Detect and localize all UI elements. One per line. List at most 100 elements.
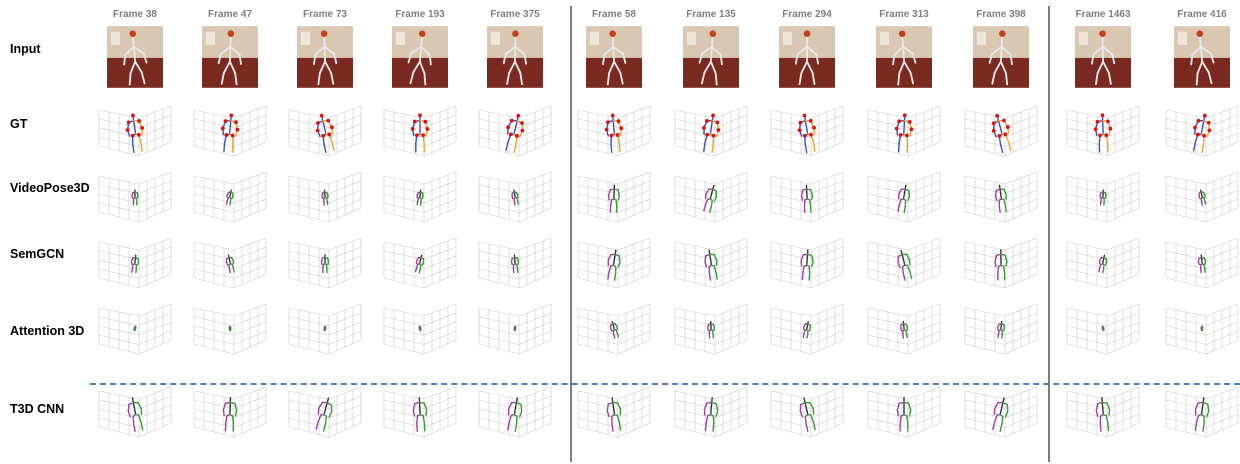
- skeleton-bone: [323, 191, 326, 199]
- skeleton-bone: [802, 253, 809, 256]
- skeleton-bone: [802, 265, 805, 274]
- skeleton-bone: [705, 188, 710, 195]
- skeleton-bone: [898, 188, 902, 196]
- pose-figure: [416, 189, 424, 206]
- pose-figure: [1197, 254, 1207, 274]
- keypoint: [414, 133, 419, 138]
- photo-window: [300, 31, 311, 45]
- frame-label: Frame 73: [303, 9, 347, 20]
- skeleton-bone: [810, 414, 815, 423]
- pose-3d-plot: [577, 237, 651, 289]
- pose-limb: [815, 53, 820, 65]
- grid-line: [423, 189, 457, 204]
- grid-line: [810, 246, 844, 260]
- keypoint: [812, 125, 816, 130]
- grid-line: [233, 321, 267, 336]
- frame-label: Frame 398: [976, 9, 1026, 20]
- skeleton-bone: [1004, 254, 1008, 262]
- grid-line: [328, 189, 362, 204]
- input-photo: [586, 26, 642, 88]
- skeleton-bone: [231, 415, 235, 425]
- skeleton-bone: [327, 260, 330, 266]
- pose-limb: [701, 45, 713, 55]
- skeleton-bone: [997, 120, 1003, 135]
- plot-axes: [867, 171, 941, 223]
- skeleton-bone: [906, 264, 911, 273]
- keypoint: [797, 128, 802, 133]
- grid-line: [674, 250, 716, 260]
- pose-3d-plot: [674, 105, 748, 157]
- grid-line: [810, 312, 844, 326]
- pose-limb: [909, 71, 915, 85]
- pose-figure: [991, 113, 1012, 154]
- grid-line: [518, 189, 552, 204]
- grid-line: [138, 123, 172, 138]
- grid-line: [1205, 321, 1239, 336]
- keypoint: [705, 132, 710, 137]
- skeleton-bone: [812, 142, 816, 152]
- skeleton-bone: [614, 249, 617, 256]
- grid-line: [138, 255, 172, 270]
- pose-head: [1196, 30, 1203, 38]
- grid-line: [383, 325, 425, 336]
- grid-line: [423, 395, 457, 409]
- skeleton-bone: [422, 414, 426, 424]
- grid-line: [193, 325, 235, 336]
- skeleton-bone: [994, 195, 998, 202]
- grid-line: [1106, 395, 1140, 409]
- grid-line: [1106, 255, 1140, 270]
- grid-line: [518, 123, 552, 138]
- skeleton-bone: [1194, 422, 1198, 431]
- plot-axes: [383, 105, 457, 157]
- plot-axes: [1165, 303, 1239, 355]
- grid-line: [288, 184, 330, 194]
- keypoint: [1001, 118, 1006, 123]
- grid-line: [423, 404, 457, 419]
- skeleton-bone: [1202, 423, 1205, 432]
- skeleton-bone: [617, 261, 621, 268]
- skeleton-bone: [229, 200, 232, 206]
- input-photo: [876, 26, 932, 88]
- skeleton-bone: [412, 409, 416, 417]
- skeleton-bone: [231, 143, 234, 154]
- skeleton-bone: [607, 271, 610, 280]
- skeleton-bone: [909, 271, 913, 280]
- keypoint: [1093, 127, 1098, 132]
- skeleton-bone: [812, 421, 816, 431]
- group-separator-1: [570, 6, 572, 462]
- grid-line: [907, 404, 941, 419]
- skeleton-bone: [997, 265, 1000, 274]
- skeleton-bone: [322, 120, 327, 135]
- photo-window: [490, 31, 501, 45]
- skeleton-bone: [709, 253, 713, 267]
- grid-line: [714, 404, 748, 419]
- grid-line: [770, 250, 812, 260]
- skeleton-bone: [1102, 268, 1105, 274]
- grid-line: [478, 316, 520, 326]
- frame-label: Frame 38: [113, 9, 157, 20]
- skeleton-bone: [607, 194, 610, 201]
- plot-axes: [1066, 237, 1140, 289]
- grid-line: [1205, 312, 1239, 326]
- grid-line: [138, 246, 172, 260]
- plot-axes: [383, 303, 457, 355]
- pose-overlay: [1090, 30, 1116, 86]
- pose-head: [320, 30, 328, 37]
- grid-line: [478, 127, 520, 138]
- pose-3d-plot: [770, 237, 844, 289]
- grid-line: [1004, 312, 1038, 326]
- grid-line: [1165, 118, 1207, 128]
- skeleton-bone: [617, 189, 621, 197]
- skeleton-bone: [234, 402, 238, 411]
- pose-limb: [1111, 53, 1116, 65]
- skeleton-bone: [902, 188, 906, 200]
- skeleton-bone: [999, 423, 1003, 432]
- plot-axes: [964, 303, 1038, 355]
- skeleton-bone: [421, 195, 424, 200]
- pose-3d-plot: [383, 105, 457, 157]
- grid-line: [1165, 193, 1207, 204]
- skeleton-bone: [223, 142, 226, 153]
- keypoint: [902, 113, 907, 118]
- pose-3d-plot: [1066, 237, 1140, 289]
- grid-line: [907, 395, 941, 409]
